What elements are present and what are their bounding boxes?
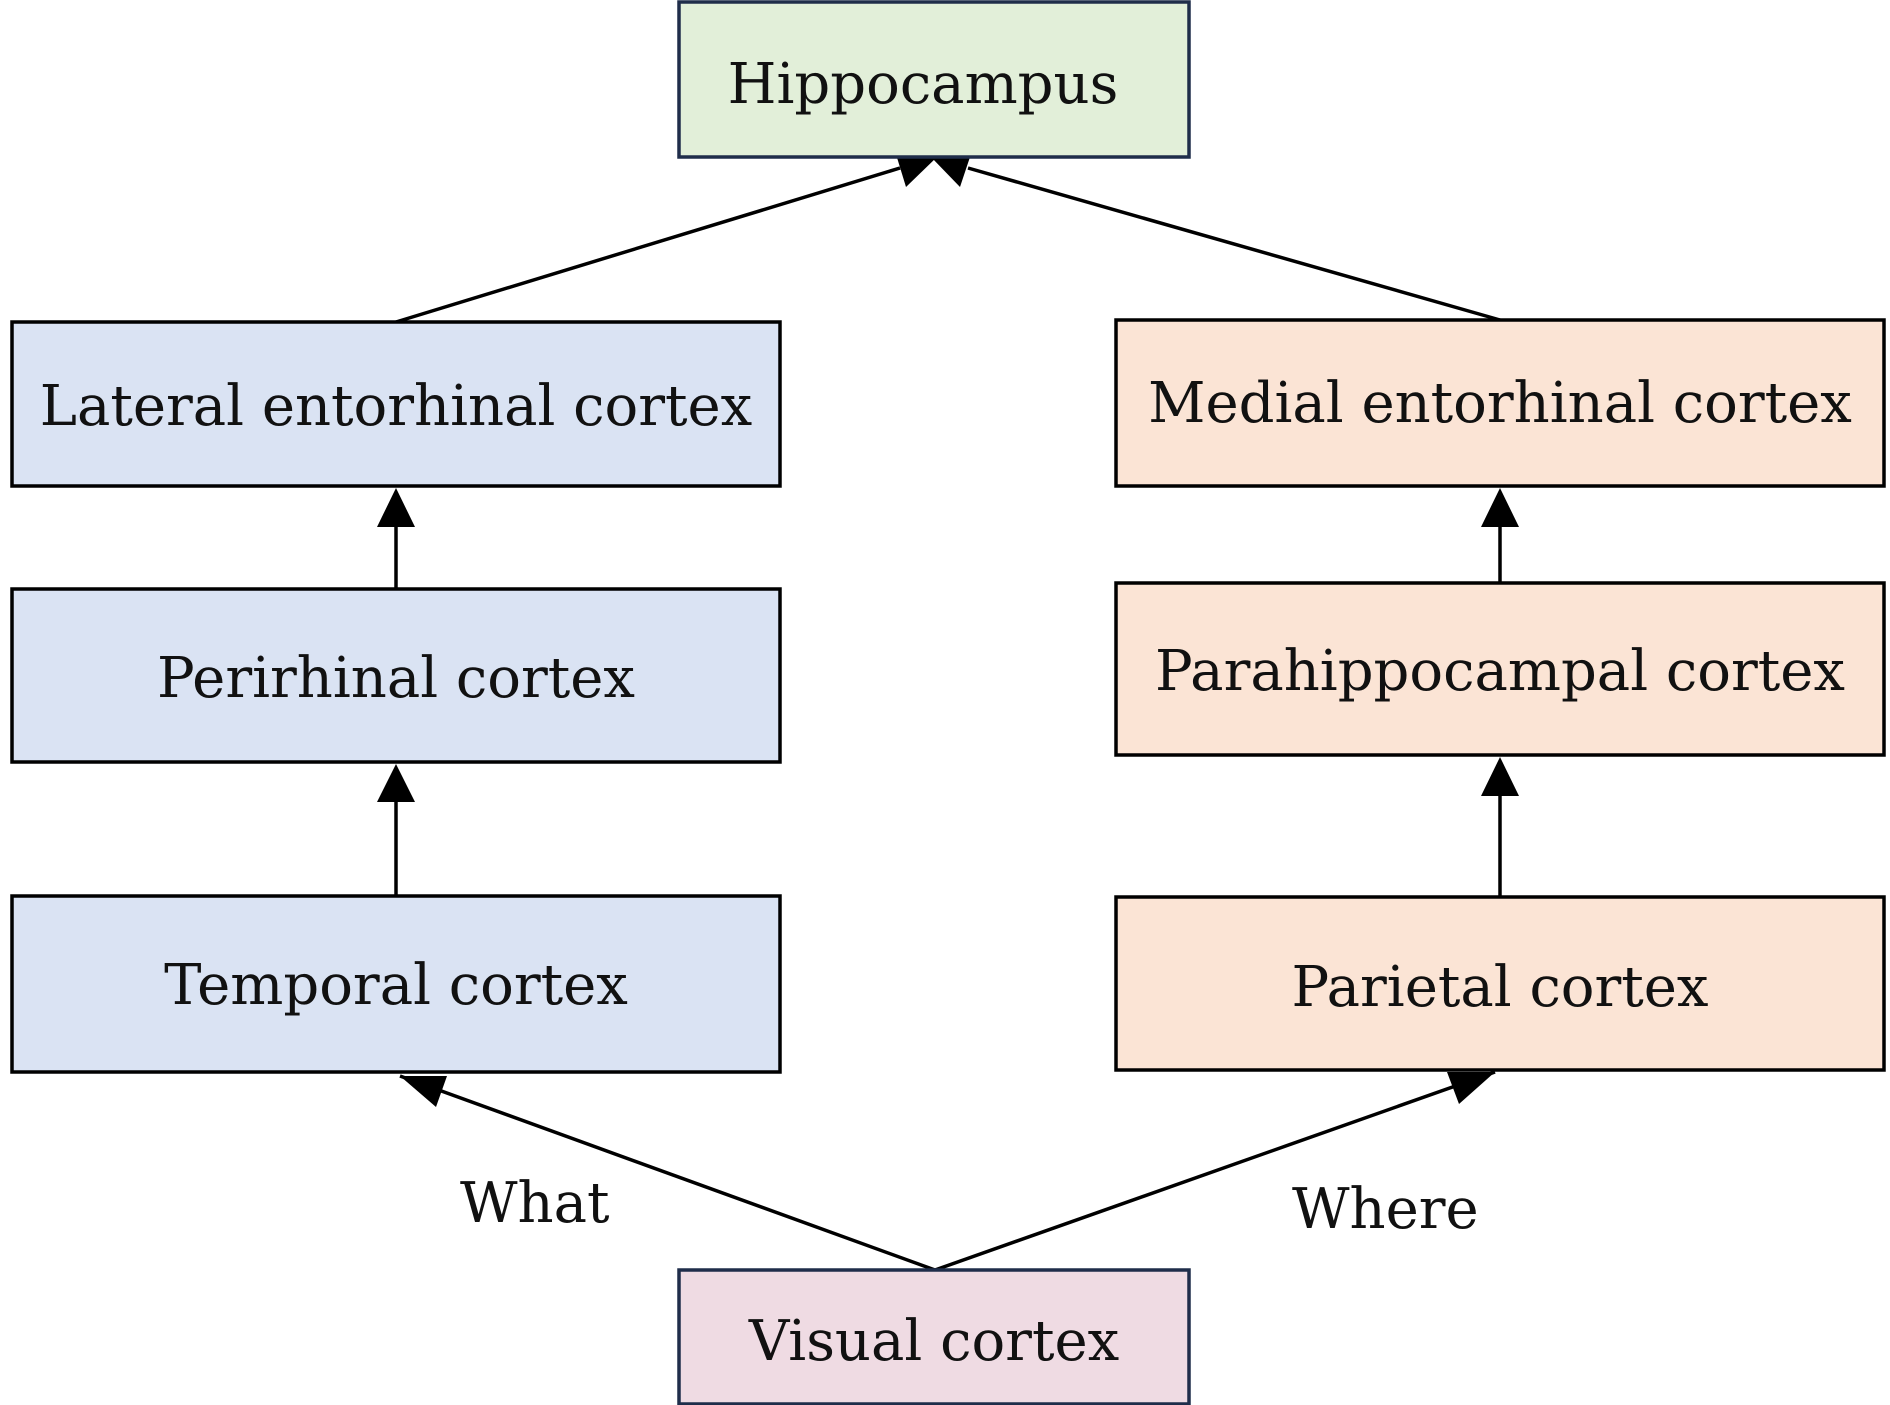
node-temporal-cortex-box bbox=[10, 894, 782, 1074]
node-parietal-cortex-label: Parietal cortex bbox=[1291, 955, 1708, 1020]
node-lateral-entorhinal-cortex-box bbox=[10, 320, 782, 488]
edges-layer bbox=[377, 151, 1519, 1272]
edge-visual-to-temporal bbox=[399, 1074, 936, 1272]
node-lateral-entorhinal-cortex: Lateral entorhinal cortex bbox=[10, 320, 782, 488]
node-hippocampus: Hippocampus bbox=[677, 0, 1191, 159]
node-parietal-cortex-box bbox=[1114, 895, 1886, 1072]
node-medial-entorhinal-cortex: Medial entorhinal cortex bbox=[1114, 318, 1886, 488]
arrowhead-lateral-entorhinal bbox=[377, 488, 415, 527]
node-parahippocampal-cortex-box bbox=[1114, 581, 1886, 757]
node-perirhinal-cortex-label: Perirhinal cortex bbox=[157, 646, 635, 711]
edge-lateral-entorhinal-to-hippocampus bbox=[395, 166, 901, 324]
node-temporal-cortex: Temporal cortex bbox=[10, 894, 782, 1074]
node-hippocampus-label: Hippocampus bbox=[728, 52, 1119, 117]
node-visual-cortex-box bbox=[677, 1268, 1191, 1405]
node-lateral-entorhinal-cortex-label: Lateral entorhinal cortex bbox=[40, 374, 753, 439]
node-perirhinal-cortex-box bbox=[10, 587, 782, 764]
node-parahippocampal-cortex: Parahippocampal cortex bbox=[1114, 581, 1886, 757]
node-temporal-cortex-label: Temporal cortex bbox=[164, 953, 628, 1018]
edge-label-what: What bbox=[460, 1171, 610, 1236]
node-visual-cortex: Visual cortex bbox=[677, 1268, 1191, 1405]
edge-medial-entorhinal-to-hippocampus bbox=[967, 166, 1501, 322]
node-medial-entorhinal-cortex-label: Medial entorhinal cortex bbox=[1148, 371, 1852, 436]
edge-visual-to-parietal bbox=[934, 1070, 1496, 1272]
node-parietal-cortex: Parietal cortex bbox=[1114, 895, 1886, 1072]
node-visual-cortex-label: Visual cortex bbox=[748, 1309, 1119, 1374]
arrowhead-hippocampus-left bbox=[895, 151, 937, 187]
node-hippocampus-box bbox=[677, 0, 1191, 159]
node-medial-entorhinal-cortex-box bbox=[1114, 318, 1886, 488]
arrowhead-temporal bbox=[400, 1076, 447, 1107]
node-perirhinal-cortex: Perirhinal cortex bbox=[10, 587, 782, 764]
arrowhead-medial-entorhinal bbox=[1481, 488, 1519, 527]
arrowhead-hippocampus-right bbox=[931, 151, 972, 187]
edge-label-where: Where bbox=[1292, 1177, 1479, 1242]
arrowhead-parietal bbox=[1447, 1072, 1495, 1104]
node-parahippocampal-cortex-label: Parahippocampal cortex bbox=[1155, 639, 1845, 704]
arrowhead-perirhinal bbox=[377, 764, 415, 802]
arrowhead-parahippocampal bbox=[1481, 757, 1519, 796]
